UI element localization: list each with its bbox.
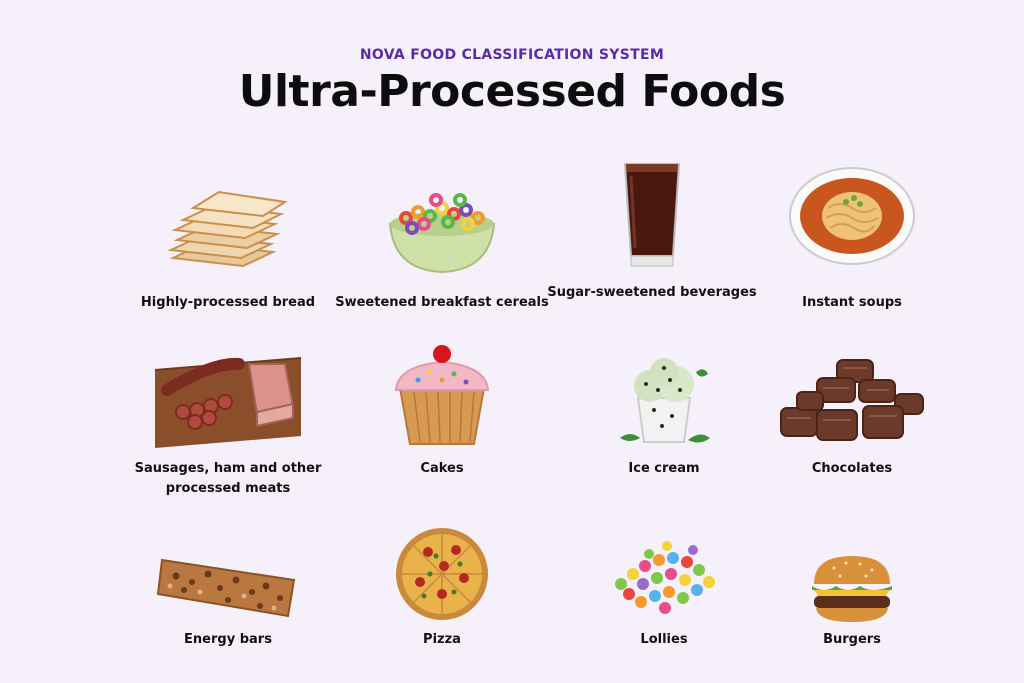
cupcake-icon <box>322 344 562 448</box>
lollies-icon <box>544 538 784 618</box>
processed-meat-icon <box>108 354 348 452</box>
food-label: Ice cream <box>628 461 700 476</box>
page-title: Ultra-Processed Foods <box>238 66 786 117</box>
bread-icon <box>108 180 348 275</box>
food-label: Burgers <box>823 632 881 647</box>
chocolates-icon <box>732 356 972 446</box>
food-label: Lollies <box>640 632 688 647</box>
cereal-bowl-icon <box>322 186 562 276</box>
noodle-soup-icon <box>732 166 972 270</box>
food-label: Pizza <box>423 632 461 647</box>
pizza-icon <box>322 526 562 622</box>
food-label: Cakes <box>420 461 464 476</box>
food-label: Highly-processed bread <box>140 295 316 310</box>
ice-cream-icon <box>544 352 784 450</box>
soda-glass-icon <box>532 158 772 270</box>
eyebrow-heading: NOVA FOOD CLASSIFICATION SYSTEM <box>359 47 665 63</box>
burger-icon <box>732 554 972 624</box>
food-label: Instant soups <box>802 295 902 310</box>
food-label: Energy bars <box>184 632 272 647</box>
food-label: Sausages, ham and other processed meats <box>134 461 322 496</box>
food-label: Sugar-sweetened beverages <box>547 285 757 300</box>
energy-bar-icon <box>108 550 348 624</box>
food-label: Chocolates <box>811 461 893 476</box>
food-label: Sweetened breakfast cereals <box>335 295 549 310</box>
